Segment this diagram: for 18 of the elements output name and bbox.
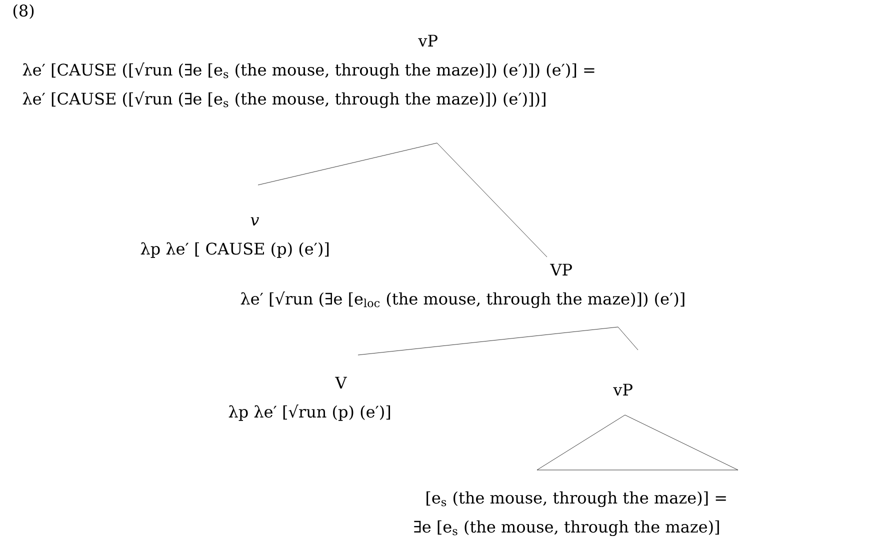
tree-branch [618, 326, 638, 350]
semantic-formula: λp λe′ [ CAUSE (p) (e′)] [140, 242, 329, 258]
tree-branch [358, 326, 618, 356]
semantic-formula: ∃e [e$_{s}$ (the mouse, through the maze)] [414, 520, 719, 536]
semantic-formula: λe′ [√run (∃e [e$_{loc}$ (the mouse, through the maze)]) (e′)] [240, 292, 684, 308]
node-label: vP [418, 34, 438, 46]
node-label: V [335, 376, 347, 388]
node-label: v [250, 217, 260, 226]
semantic-formula: [e$_{s}$ (the mouse, through the maze)] = [426, 491, 726, 508]
semantic-formula: λp λe′ [√run (p) (e′)] [228, 404, 390, 421]
node-label: VP [550, 264, 572, 276]
semantic-formula: λe′ [CAUSE ([√run (∃e [e$_{s}$ (the mouse, through the maze)]) (e′)]) (e′)] = [22, 62, 594, 80]
tree-branch [258, 142, 438, 186]
semantic-formula: λe′ [CAUSE ([√run (∃e [e$_{s}$ (the mouse, through the maze)]) (e′)])] [22, 92, 546, 108]
example-number: (8) [13, 4, 34, 19]
node-label: vP [613, 384, 632, 396]
roofed-tree-node [414, 384, 738, 536]
tree-branch [436, 142, 548, 258]
